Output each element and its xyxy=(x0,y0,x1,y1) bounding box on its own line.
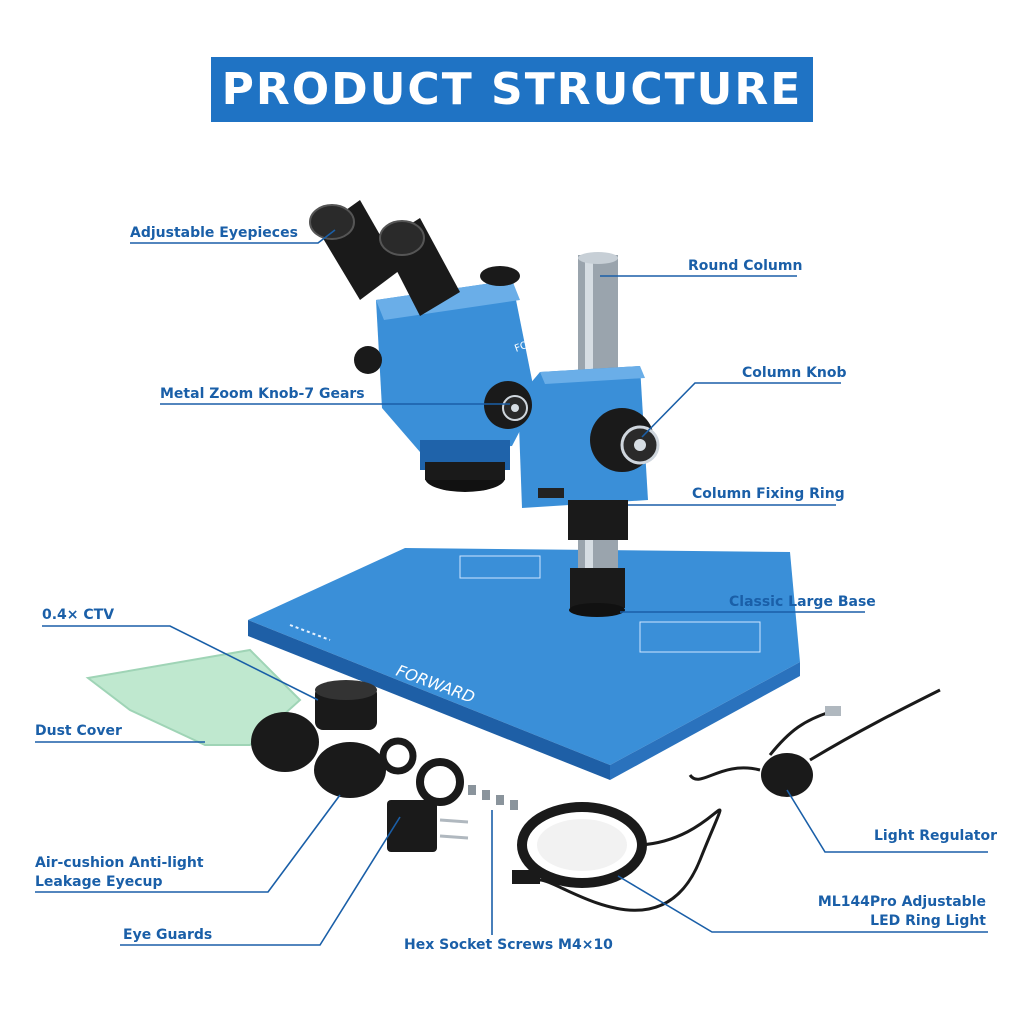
hex-screws xyxy=(468,785,518,810)
led-ring-light xyxy=(512,802,722,912)
label-metal-zoom-knob: Metal Zoom Knob-7 Gears xyxy=(160,386,365,402)
label-column-knob: Column Knob xyxy=(742,365,847,381)
eyecups xyxy=(251,712,386,798)
leader-ctv xyxy=(42,625,319,701)
label-column-fixing-ring: Column Fixing Ring xyxy=(692,486,845,502)
leader-ring-light xyxy=(617,875,988,933)
label-dust-cover: Dust Cover xyxy=(35,723,122,739)
leader-column-knob xyxy=(641,382,841,438)
label-classic-large-base: Classic Large Base xyxy=(729,594,876,610)
page-title: PRODUCT STRUCTURE xyxy=(221,64,803,115)
label-eye-guards: Eye Guards xyxy=(123,927,213,943)
label-hex-screws: Hex Socket Screws M4×10 xyxy=(404,937,613,953)
ctv-adapter xyxy=(315,680,377,730)
eye-guards xyxy=(379,737,464,806)
label-adjustable-eyepieces: Adjustable Eyepieces xyxy=(130,225,298,241)
leader-eyecup xyxy=(35,794,341,893)
title-banner: PRODUCT STRUCTURE xyxy=(211,57,813,122)
label-light-regulator: Light Regulator xyxy=(874,828,997,844)
power-adapter xyxy=(387,800,469,852)
microscope-base: FORWARD xyxy=(248,548,800,780)
leader-eyepieces xyxy=(130,229,336,244)
column-holder xyxy=(518,366,660,540)
label-eyecup-line2: Leakage Eyecup xyxy=(35,874,163,890)
leader-light-regulator xyxy=(786,789,988,853)
label-ring-light-line1: ML144Pro Adjustable xyxy=(817,894,986,910)
microscope-head: FORWARD xyxy=(354,280,565,492)
label-round-column: Round Column xyxy=(688,258,803,274)
light-regulator-device xyxy=(688,688,941,797)
label-ctv: 0.4× CTV xyxy=(42,607,115,623)
eyepieces xyxy=(309,200,520,316)
dust-cover xyxy=(85,648,302,746)
leader-eye-guards xyxy=(120,816,401,946)
label-ring-light-line2: LED Ring Light xyxy=(870,913,986,929)
label-eyecup-line1: Air-cushion Anti-light xyxy=(35,855,204,871)
leader-lines xyxy=(35,229,988,946)
